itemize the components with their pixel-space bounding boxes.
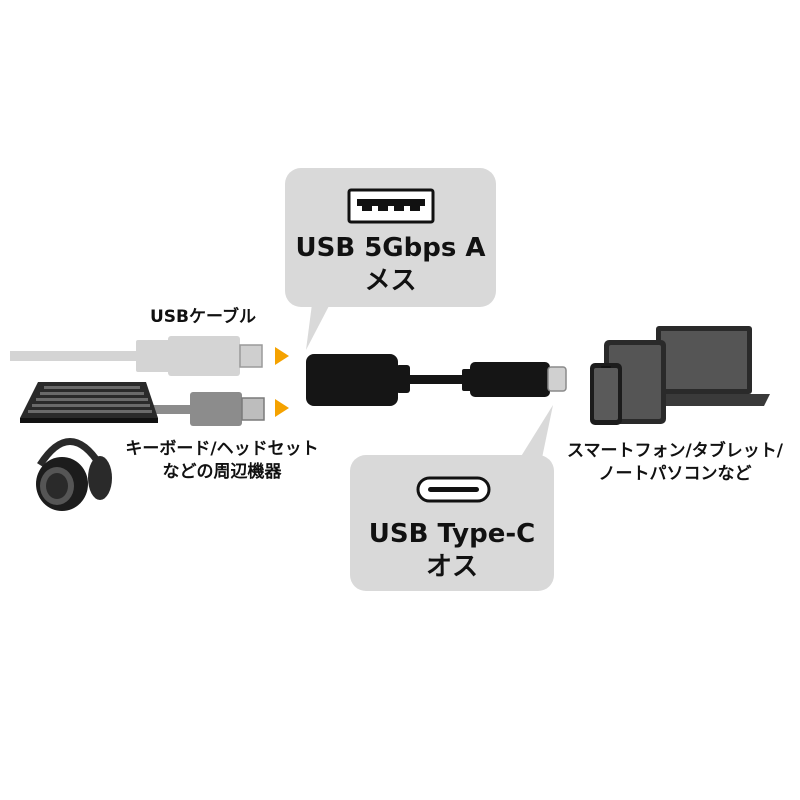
peripherals-label-line2: などの周辺機器	[162, 462, 282, 482]
usb-cable-dark	[148, 392, 265, 426]
usb-cable-light	[10, 336, 263, 376]
usb-a-port-icon	[347, 188, 435, 224]
usb-c-callout-line2: オス	[425, 552, 478, 582]
usb-a-callout-line2: メス	[364, 266, 417, 296]
devices-label: スマートフォン/タブレット/ ノートパソコンなど	[560, 440, 790, 486]
peripherals-label-line1: キーボード/ヘッドセット	[125, 439, 319, 459]
smartphone-icon	[590, 363, 622, 425]
usb-adapter	[306, 354, 567, 406]
peripherals-label: キーボード/ヘッドセット などの周辺機器	[112, 438, 332, 484]
usb-a-callout-bubble	[285, 168, 496, 350]
arrow-right-icon	[275, 399, 289, 417]
usb-c-callout-text: USB Type-C オス	[350, 518, 554, 584]
headphones-icon	[36, 438, 112, 511]
usb-a-callout-text: USB 5Gbps A メス	[285, 232, 496, 298]
keyboard-icon	[20, 382, 158, 423]
arrow-right-icon	[275, 347, 289, 365]
usb-cable-label: USBケーブル	[150, 307, 256, 327]
usb-c-callout-bubble	[350, 405, 554, 591]
devices-label-line1: スマートフォン/タブレット/	[567, 441, 783, 461]
usb-c-port-icon	[416, 476, 491, 503]
usb-a-callout-line1: USB 5Gbps A	[295, 233, 486, 263]
devices-label-line2: ノートパソコンなど	[598, 464, 752, 484]
usb-c-callout-line1: USB Type-C	[368, 519, 536, 549]
laptop-icon	[640, 326, 770, 406]
